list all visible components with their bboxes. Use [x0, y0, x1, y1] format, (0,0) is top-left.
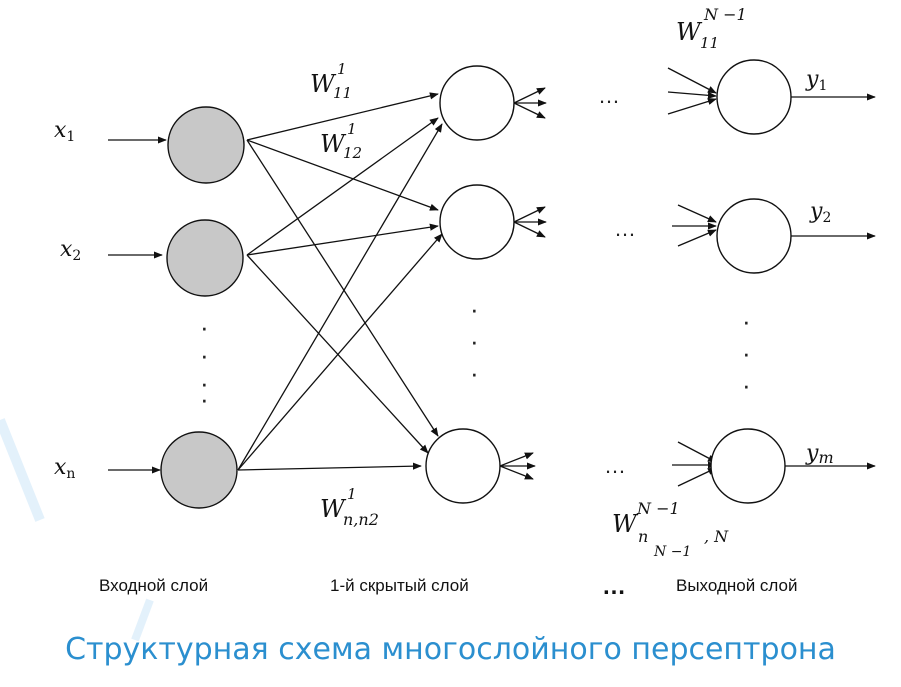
output-label-ym: ym: [805, 441, 834, 467]
svg-text:N −1: N −1: [703, 5, 747, 24]
output-label-y1: y1: [805, 67, 827, 94]
connection-line: [246, 92, 439, 141]
vertical-dot: ·: [200, 384, 209, 414]
vertical-dot: ·: [742, 338, 751, 368]
connection-line: [246, 139, 439, 437]
hidden-layer-label: 1-й скрытый слой: [330, 576, 469, 595]
input-label-xn: xn: [54, 455, 75, 482]
vertical-dot: ·: [200, 312, 209, 342]
output-neuron: [716, 59, 792, 135]
svg-text:11: 11: [333, 84, 352, 102]
connection-line: [246, 223, 439, 256]
ellipsis: …: [614, 216, 636, 241]
input-neuron: [166, 219, 244, 297]
output-neuron: [710, 428, 786, 504]
input-neuron: [167, 106, 245, 184]
input-label-x1: x1: [54, 118, 75, 145]
svg-text:W: W: [320, 495, 347, 523]
input-label-x2: x2: [60, 237, 81, 264]
vertical-dot: ·: [200, 368, 209, 398]
svg-text:n,n2: n,n2: [343, 510, 379, 529]
svg-text:1: 1: [347, 485, 357, 503]
output-arrows: [785, 93, 876, 470]
hidden-fanout: [499, 87, 547, 480]
svg-text:W: W: [612, 510, 639, 538]
output-fanin: [667, 67, 717, 487]
svg-text:N −1: N −1: [653, 544, 691, 560]
weight-label-w12: W 1 12: [320, 120, 362, 162]
svg-text:, N: , N: [704, 527, 729, 546]
input-arrows: [108, 136, 167, 474]
output-layer: · · ·: [710, 59, 792, 504]
connection-line: [237, 123, 443, 471]
connection-line: [246, 139, 439, 211]
svg-text:1: 1: [337, 60, 347, 78]
vertical-dot: ·: [470, 326, 479, 356]
ellipsis: …: [598, 83, 620, 108]
hidden-layer: · · ·: [425, 65, 515, 504]
input-layer: · · · ·: [160, 106, 245, 509]
weight-label-w11: W 1 11: [310, 60, 352, 102]
connection-line: [237, 462, 422, 471]
svg-text:1: 1: [347, 120, 357, 138]
vertical-dot: ·: [742, 370, 751, 400]
output-neuron: [716, 198, 792, 274]
vertical-dot: ·: [742, 306, 751, 336]
connection-line: [246, 117, 439, 256]
svg-text:n: n: [638, 527, 648, 546]
background-decoration: [0, 418, 45, 522]
layers-ellipsis: …: [602, 573, 626, 600]
diagram-caption: Структурная схема многослойного персептр…: [65, 632, 836, 667]
input-neuron: [160, 431, 238, 509]
svg-text:N −1: N −1: [636, 499, 680, 518]
svg-text:12: 12: [343, 144, 362, 162]
weight-label-wout-top: W N −1 11: [676, 5, 747, 52]
svg-text:11: 11: [700, 34, 719, 52]
connections-input-hidden: [237, 92, 443, 471]
svg-text:W: W: [320, 130, 347, 158]
vertical-dot: ·: [200, 340, 209, 370]
vertical-dot: ·: [470, 294, 479, 324]
input-layer-label: Входной слой: [99, 576, 208, 595]
vertical-dot: ·: [470, 358, 479, 388]
hidden-neuron: [439, 65, 515, 141]
ellipsis: …: [604, 453, 626, 478]
background-decoration: [131, 598, 154, 642]
hidden-neuron: [425, 428, 501, 504]
output-label-y2: y2: [809, 199, 831, 226]
svg-text:W: W: [310, 70, 337, 98]
hidden-neuron: [439, 184, 515, 260]
weight-label-wout-bottom: W N −1 n N −1 , N: [612, 499, 729, 560]
output-layer-label: Выходной слой: [676, 576, 798, 595]
weight-label-wnn2: W 1 n,n2: [320, 485, 379, 529]
connection-line: [237, 233, 443, 471]
svg-text:W: W: [676, 18, 703, 46]
